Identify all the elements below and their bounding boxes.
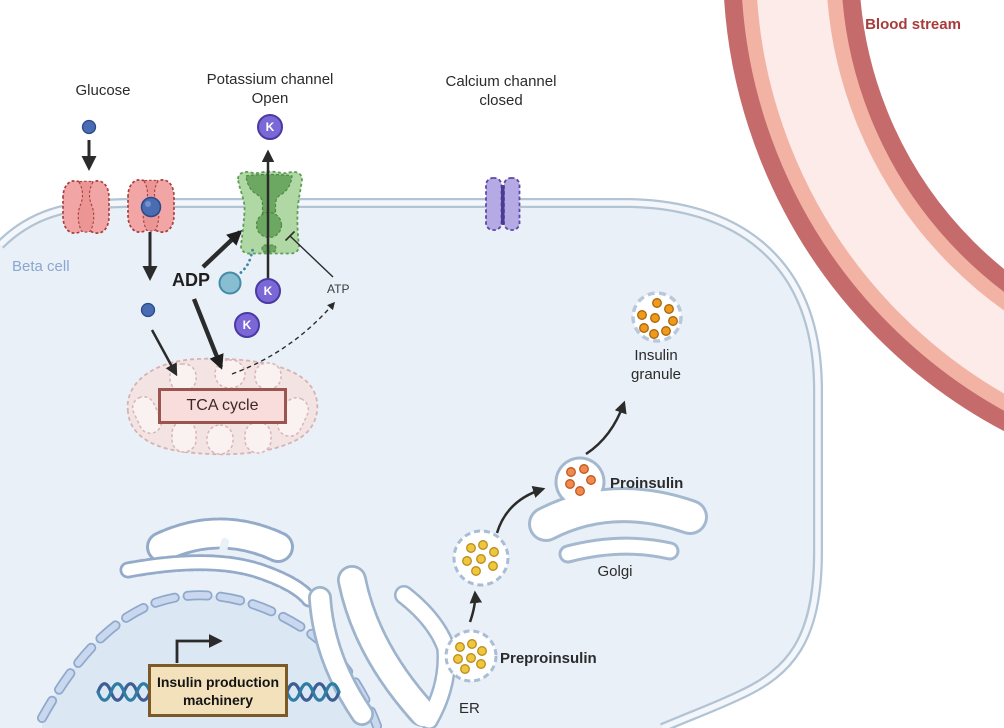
mitochondria [126, 357, 319, 456]
label-insulin-granule: Insulin granule [631, 346, 681, 384]
label-potassium-channel: Potassium channel Open [207, 70, 334, 108]
label-potassium-channel-line2: Open [251, 90, 289, 107]
label-insulin-granule-line2: granule [630, 366, 682, 383]
potassium-ion-inside-2: K [234, 312, 260, 338]
label-atp: ATP [327, 282, 350, 296]
label-beta-cell: Beta cell [12, 258, 70, 275]
label-calcium-channel-line2: closed [479, 92, 523, 109]
label-calcium-channel: Calcium channel closed [446, 72, 557, 110]
label-blood-stream: Blood stream [865, 16, 961, 33]
label-golgi: Golgi [597, 563, 633, 580]
insulin-production-box: Insulin production machinery [148, 664, 288, 717]
label-proinsulin: Proinsulin [610, 475, 684, 492]
vesicle-contents [453, 298, 678, 674]
potassium-channel [237, 170, 303, 255]
er-sheets [119, 517, 318, 608]
adp-molecule [218, 246, 255, 295]
glucose-transporter-2 [127, 179, 175, 233]
tca-cycle-box: TCA cycle [158, 388, 287, 424]
label-preproinsulin: Preproinsulin [500, 650, 597, 667]
label-er: ER [459, 700, 480, 717]
glucose-molecules [81, 119, 156, 318]
insulin-production-line2: machinery [182, 691, 254, 708]
potassium-ion-inside-1: K [255, 278, 281, 304]
potassium-ion-outside: K [257, 114, 283, 140]
calcium-channel [485, 177, 521, 231]
blood-vessel [724, 0, 1004, 431]
label-adp: ADP [171, 270, 211, 290]
dna-helix [96, 682, 341, 702]
label-glucose: Glucose [75, 82, 131, 99]
glucose-transporter-1 [62, 180, 110, 234]
label-potassium-channel-line1: Potassium channel [206, 71, 334, 88]
label-calcium-channel-line1: Calcium channel [445, 73, 557, 90]
label-insulin-granule-line1: Insulin [634, 347, 678, 364]
insulin-production-line1: Insulin production [156, 673, 280, 690]
arrows [81, 140, 627, 663]
